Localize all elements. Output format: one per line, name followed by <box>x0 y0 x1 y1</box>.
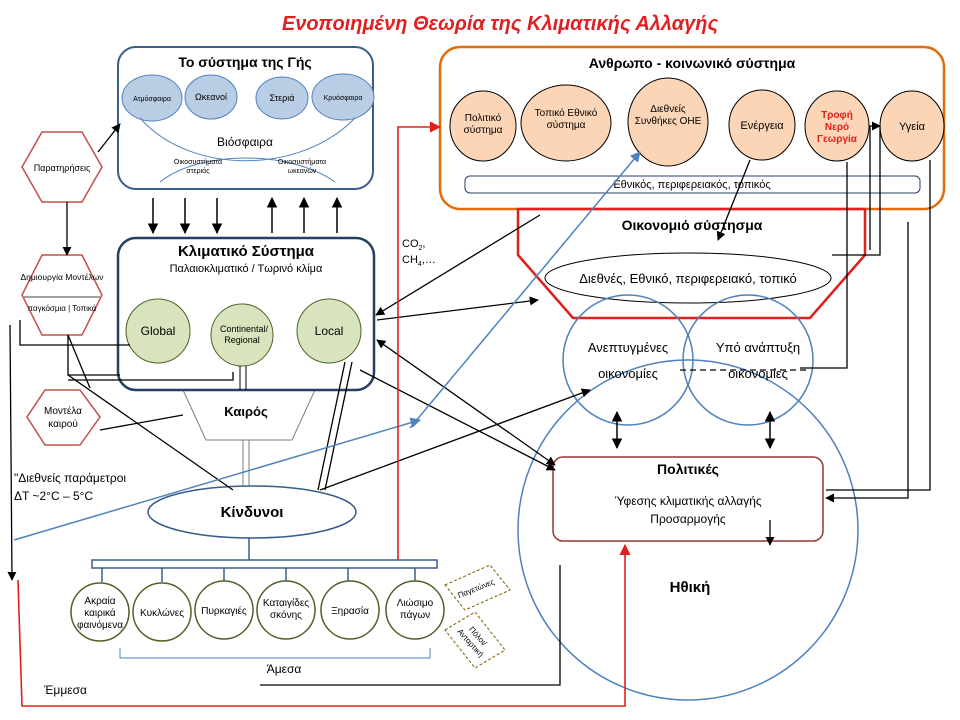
red-connectors <box>17 121 631 707</box>
impact-fires: Πυρκαγιές <box>194 580 254 640</box>
svg-text:παγκόσμια | Τοπικά: παγκόσμια | Τοπικά <box>28 304 97 313</box>
earth-climate-arrows <box>147 196 343 235</box>
earth-system-box: Το σύστημα της Γής Ατμόσφαιρα Ωκεανοί Στ… <box>117 46 375 190</box>
impact-drought: Ξηρασία <box>320 580 380 640</box>
ethics-label: Ηθική <box>670 579 711 596</box>
svg-text:Ξηρασία: Ξηρασία <box>331 605 369 617</box>
svg-text:Κρυόσφαιρα: Κρυόσφαιρα <box>324 94 363 102</box>
observations-hexagon: Παρατηρήσεις <box>21 131 103 203</box>
direct-brace <box>119 648 431 659</box>
earth-component-oceans: Ωκεανοί <box>184 74 238 120</box>
earth-component-cryosphere: Κρυόσφαιρα <box>311 73 375 121</box>
svg-text:Παρατηρήσεις: Παρατηρήσεις <box>34 163 91 173</box>
svg-text:Κυκλώνες: Κυκλώνες <box>140 607 184 619</box>
policies-title: Πολιτικές <box>657 461 719 477</box>
economic-system-octagon: Οικονομιό σύστησμα Διεθνές, Εθνικό, περι… <box>516 207 867 320</box>
modelling-hexagon: Δημιουργία Μοντέλων παγκόσμια | Τοπικά <box>20 254 104 336</box>
weather-funnel: Καιρός <box>182 389 316 487</box>
diagram-title: Ενοποιημένη Θεωρία της Κλιματικής Αλλαγή… <box>282 13 719 35</box>
economic-levels-ellipse <box>544 252 832 304</box>
svg-text:Ύφεσης κλιματικής αλλαγής: Ύφεσης κλιματικής αλλαγής <box>614 494 762 508</box>
svg-text:Διεθνές, Εθνικό, περιφερειακό,: Διεθνές, Εθνικό, περιφερειακό, τοπικό <box>579 271 797 286</box>
glaciers-box: Παγετώνες <box>444 564 511 611</box>
policies-box: Πολιτικές Ύφεσης κλιματικής αλλαγής Προσ… <box>552 456 824 542</box>
svg-text:Ενέργεια: Ενέργεια <box>740 120 784 132</box>
human-item-energy: Ενέργεια <box>728 89 796 161</box>
hazards-ellipse: Κίνδυνοι <box>147 485 357 539</box>
direct-label: Άμεσα <box>267 662 302 676</box>
earth-system-title: Το σύστημα της Γής <box>178 54 311 70</box>
climate-scale-continental: Continental/Regional <box>210 303 274 367</box>
human-levels-bar <box>464 175 921 194</box>
earth-component-atmosphere: Ατμόσφαιρα <box>121 74 183 122</box>
blue-connectors <box>13 151 641 541</box>
hazards-label: Κίνδυνοι <box>221 504 284 521</box>
poles-box: Πόλοι/Ανταρτική <box>444 611 506 669</box>
svg-text:Δημιουργία Μοντέλων: Δημιουργία Μοντέλων <box>20 272 103 282</box>
emissions-label: CO2, <box>402 238 425 252</box>
climate-system-title: Κλιματικό Σύστημα <box>178 243 315 260</box>
economies-policies-arrows <box>611 410 776 450</box>
biosphere-label: Βιόσφαιρα <box>217 135 273 149</box>
human-system-title: Ανθρωπο - κοινωνικό σύστημα <box>589 55 796 71</box>
climate-system-subtitle: Παλαιοκλιματικό / Τωρινό κλίμα <box>170 263 323 275</box>
climate-system-box: Κλιματικό Σύστημα Παλαιοκλιματικό / Τωρι… <box>116 236 376 392</box>
indirect-label: Έμμεσα <box>43 683 87 697</box>
climate-scale-global: Global <box>125 298 191 364</box>
svg-text:Global: Global <box>141 324 176 338</box>
impact-cyclones: Κυκλώνες <box>132 582 192 642</box>
svg-text:Local: Local <box>315 324 344 338</box>
svg-text:Ωκεανοί: Ωκεανοί <box>195 92 227 102</box>
main-connectors <box>260 121 931 686</box>
svg-text:Ατμόσφαιρα: Ατμόσφαιρα <box>133 95 171 103</box>
economic-system-title: Οικονομιό σύστησμα <box>622 217 763 233</box>
svg-text:Υγεία: Υγεία <box>899 121 926 133</box>
svg-text:Στεριά: Στεριά <box>269 93 294 103</box>
human-item-health: Υγεία <box>879 90 945 162</box>
left-connectors <box>7 123 234 581</box>
svg-text:Πυρκαγιές: Πυρκαγιές <box>201 605 247 617</box>
weather-label: Καιρός <box>224 404 268 419</box>
svg-text:Εθνικός, περιφερειακός, τοπικό: Εθνικός, περιφερειακός, τοπικός <box>613 179 770 191</box>
ethics-circle <box>517 359 859 701</box>
svg-text:CH4,…: CH4,… <box>402 254 436 268</box>
svg-text:Προσαρμογής: Προσαρμογής <box>650 512 726 526</box>
svg-text:Continental/Regional: Continental/Regional <box>220 324 269 345</box>
climate-scale-local: Local <box>296 298 362 364</box>
earth-component-land: Στεριά <box>255 76 309 120</box>
impacts-bar <box>91 559 438 582</box>
